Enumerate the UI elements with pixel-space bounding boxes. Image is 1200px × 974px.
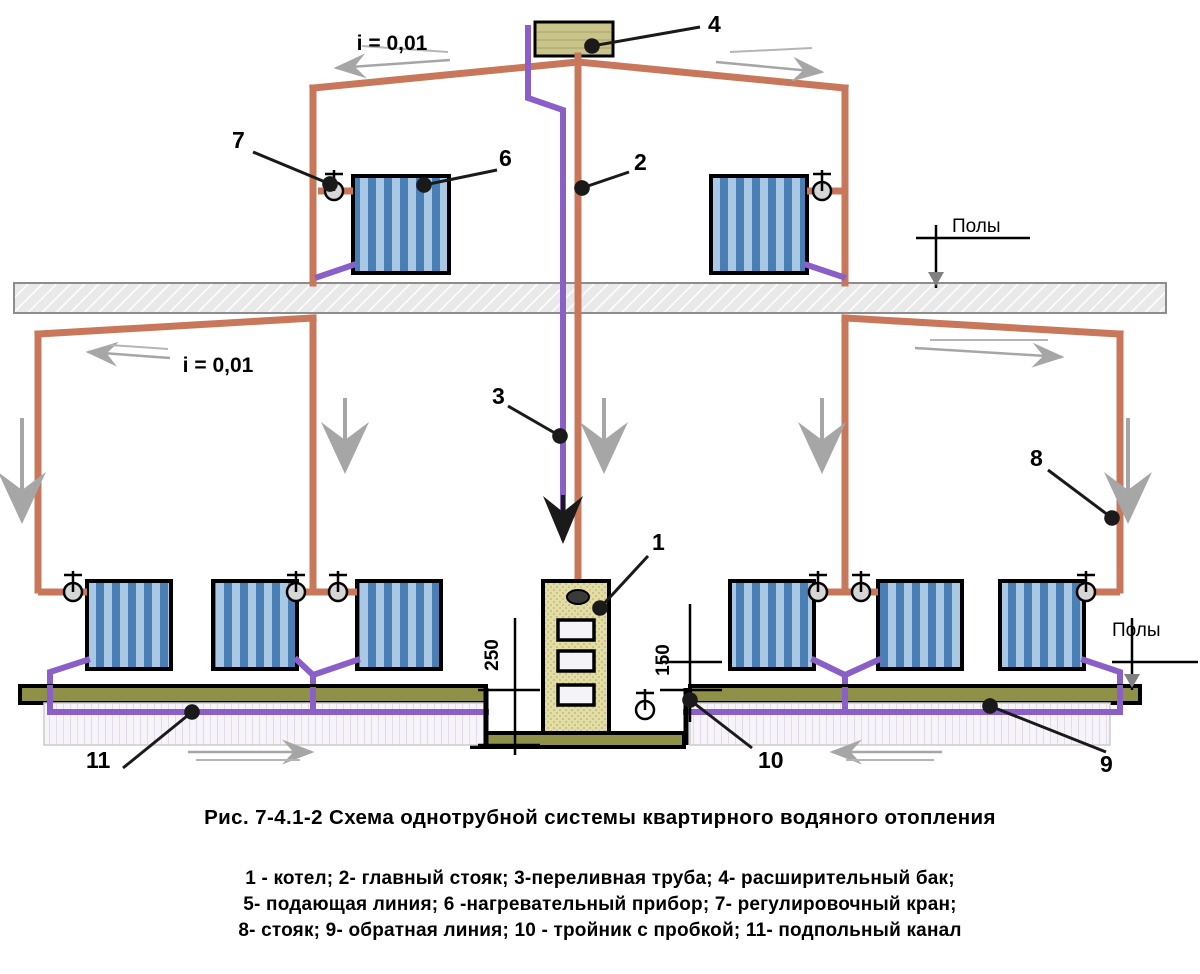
tee-with-plug (634, 689, 656, 721)
slope-indicator-mid-left (85, 341, 171, 367)
slope-label-top: i = 0,01 (357, 32, 428, 55)
valve-lower-4 (807, 571, 845, 603)
floor-label-lower: Полы (1112, 620, 1161, 641)
label-8: 8 (1030, 445, 1043, 471)
leader-1 (592, 554, 650, 616)
floor-board-right (688, 684, 1142, 705)
radiator-lower-5 (876, 579, 964, 671)
legend-line-3: 8- стояк; 9- обратная линия; 10 - тройни… (238, 920, 962, 941)
channel-flow-arrow-left (188, 739, 315, 765)
floor-board-left (18, 684, 488, 705)
floor-level-mark-upper (916, 225, 1030, 288)
valve-lower-1 (38, 571, 87, 603)
valve-lower-3 (313, 571, 357, 603)
label-10: 10 (758, 747, 784, 773)
radiator-upper-left-return (314, 261, 357, 281)
floor-label-upper: Полы (952, 216, 1001, 237)
valve-lower-5 (845, 571, 878, 603)
label-11: 11 (86, 747, 111, 773)
flow-arrows-vertical (0, 398, 1152, 524)
valve-upper-right (807, 170, 845, 202)
label-9: 9 (1100, 751, 1113, 777)
leader-11 (122, 704, 200, 770)
figure-legend: 1 - котел; 2- главный стояк; 3-переливна… (0, 866, 1200, 944)
leader-2 (574, 170, 630, 196)
supply-line-top (309, 58, 849, 287)
slope-indicator-top-left (333, 45, 451, 79)
label-3: 3 (492, 383, 505, 409)
leader-10 (682, 692, 753, 750)
label-2: 2 (634, 149, 647, 175)
valve-upper-left (318, 170, 353, 202)
radiator-lower-1-return (47, 656, 91, 691)
leader-9 (982, 698, 1107, 754)
leader-8 (1047, 468, 1120, 526)
slope-label-mid: i = 0,01 (183, 354, 254, 377)
expansion-tank (533, 20, 615, 58)
label-7: 7 (232, 127, 245, 153)
upper-floor-slab (13, 282, 1167, 314)
slope-indicator-mid-right (914, 339, 1065, 368)
legend-line-2: 5- подающая линия; 6 -нагревательный при… (243, 894, 957, 915)
radiator-lower-2 (211, 579, 299, 671)
legend-line-1: 1 - котел; 2- главный стояк; 3-переливна… (245, 868, 955, 889)
radiator-lower-4 (728, 579, 816, 671)
radiator-lower-3 (355, 579, 443, 671)
valve-lower-6 (1075, 571, 1120, 603)
overflow-pipe (525, 25, 566, 523)
dimension-150-label: 150 (653, 644, 674, 676)
radiator-lower-6-return (1080, 656, 1123, 691)
dimension-250 (478, 618, 540, 755)
radiator-lower-6 (998, 579, 1086, 671)
valve-lower-2 (285, 571, 313, 603)
label-6: 6 (499, 145, 512, 171)
floor-level-mark-lower (1112, 618, 1198, 690)
radiator-upper-right-return (803, 261, 847, 281)
radiator-upper-right (709, 174, 809, 275)
leader-3 (507, 404, 568, 444)
leader-7 (252, 150, 338, 192)
dimension-250-label: 250 (482, 639, 503, 671)
figure-caption: Рис. 7-4.1-2 Схема однотрубной системы к… (204, 806, 996, 829)
label-1: 1 (652, 529, 665, 555)
radiator-lower-1 (85, 579, 173, 671)
boiler (541, 579, 611, 745)
leader-4 (584, 25, 701, 54)
leader-6 (416, 168, 498, 193)
radiator-upper-left (351, 174, 451, 275)
channel-flow-arrow-right (829, 739, 942, 765)
slope-indicator-top-right (715, 47, 825, 82)
return-line (47, 685, 1123, 715)
label-4: 4 (708, 11, 721, 37)
